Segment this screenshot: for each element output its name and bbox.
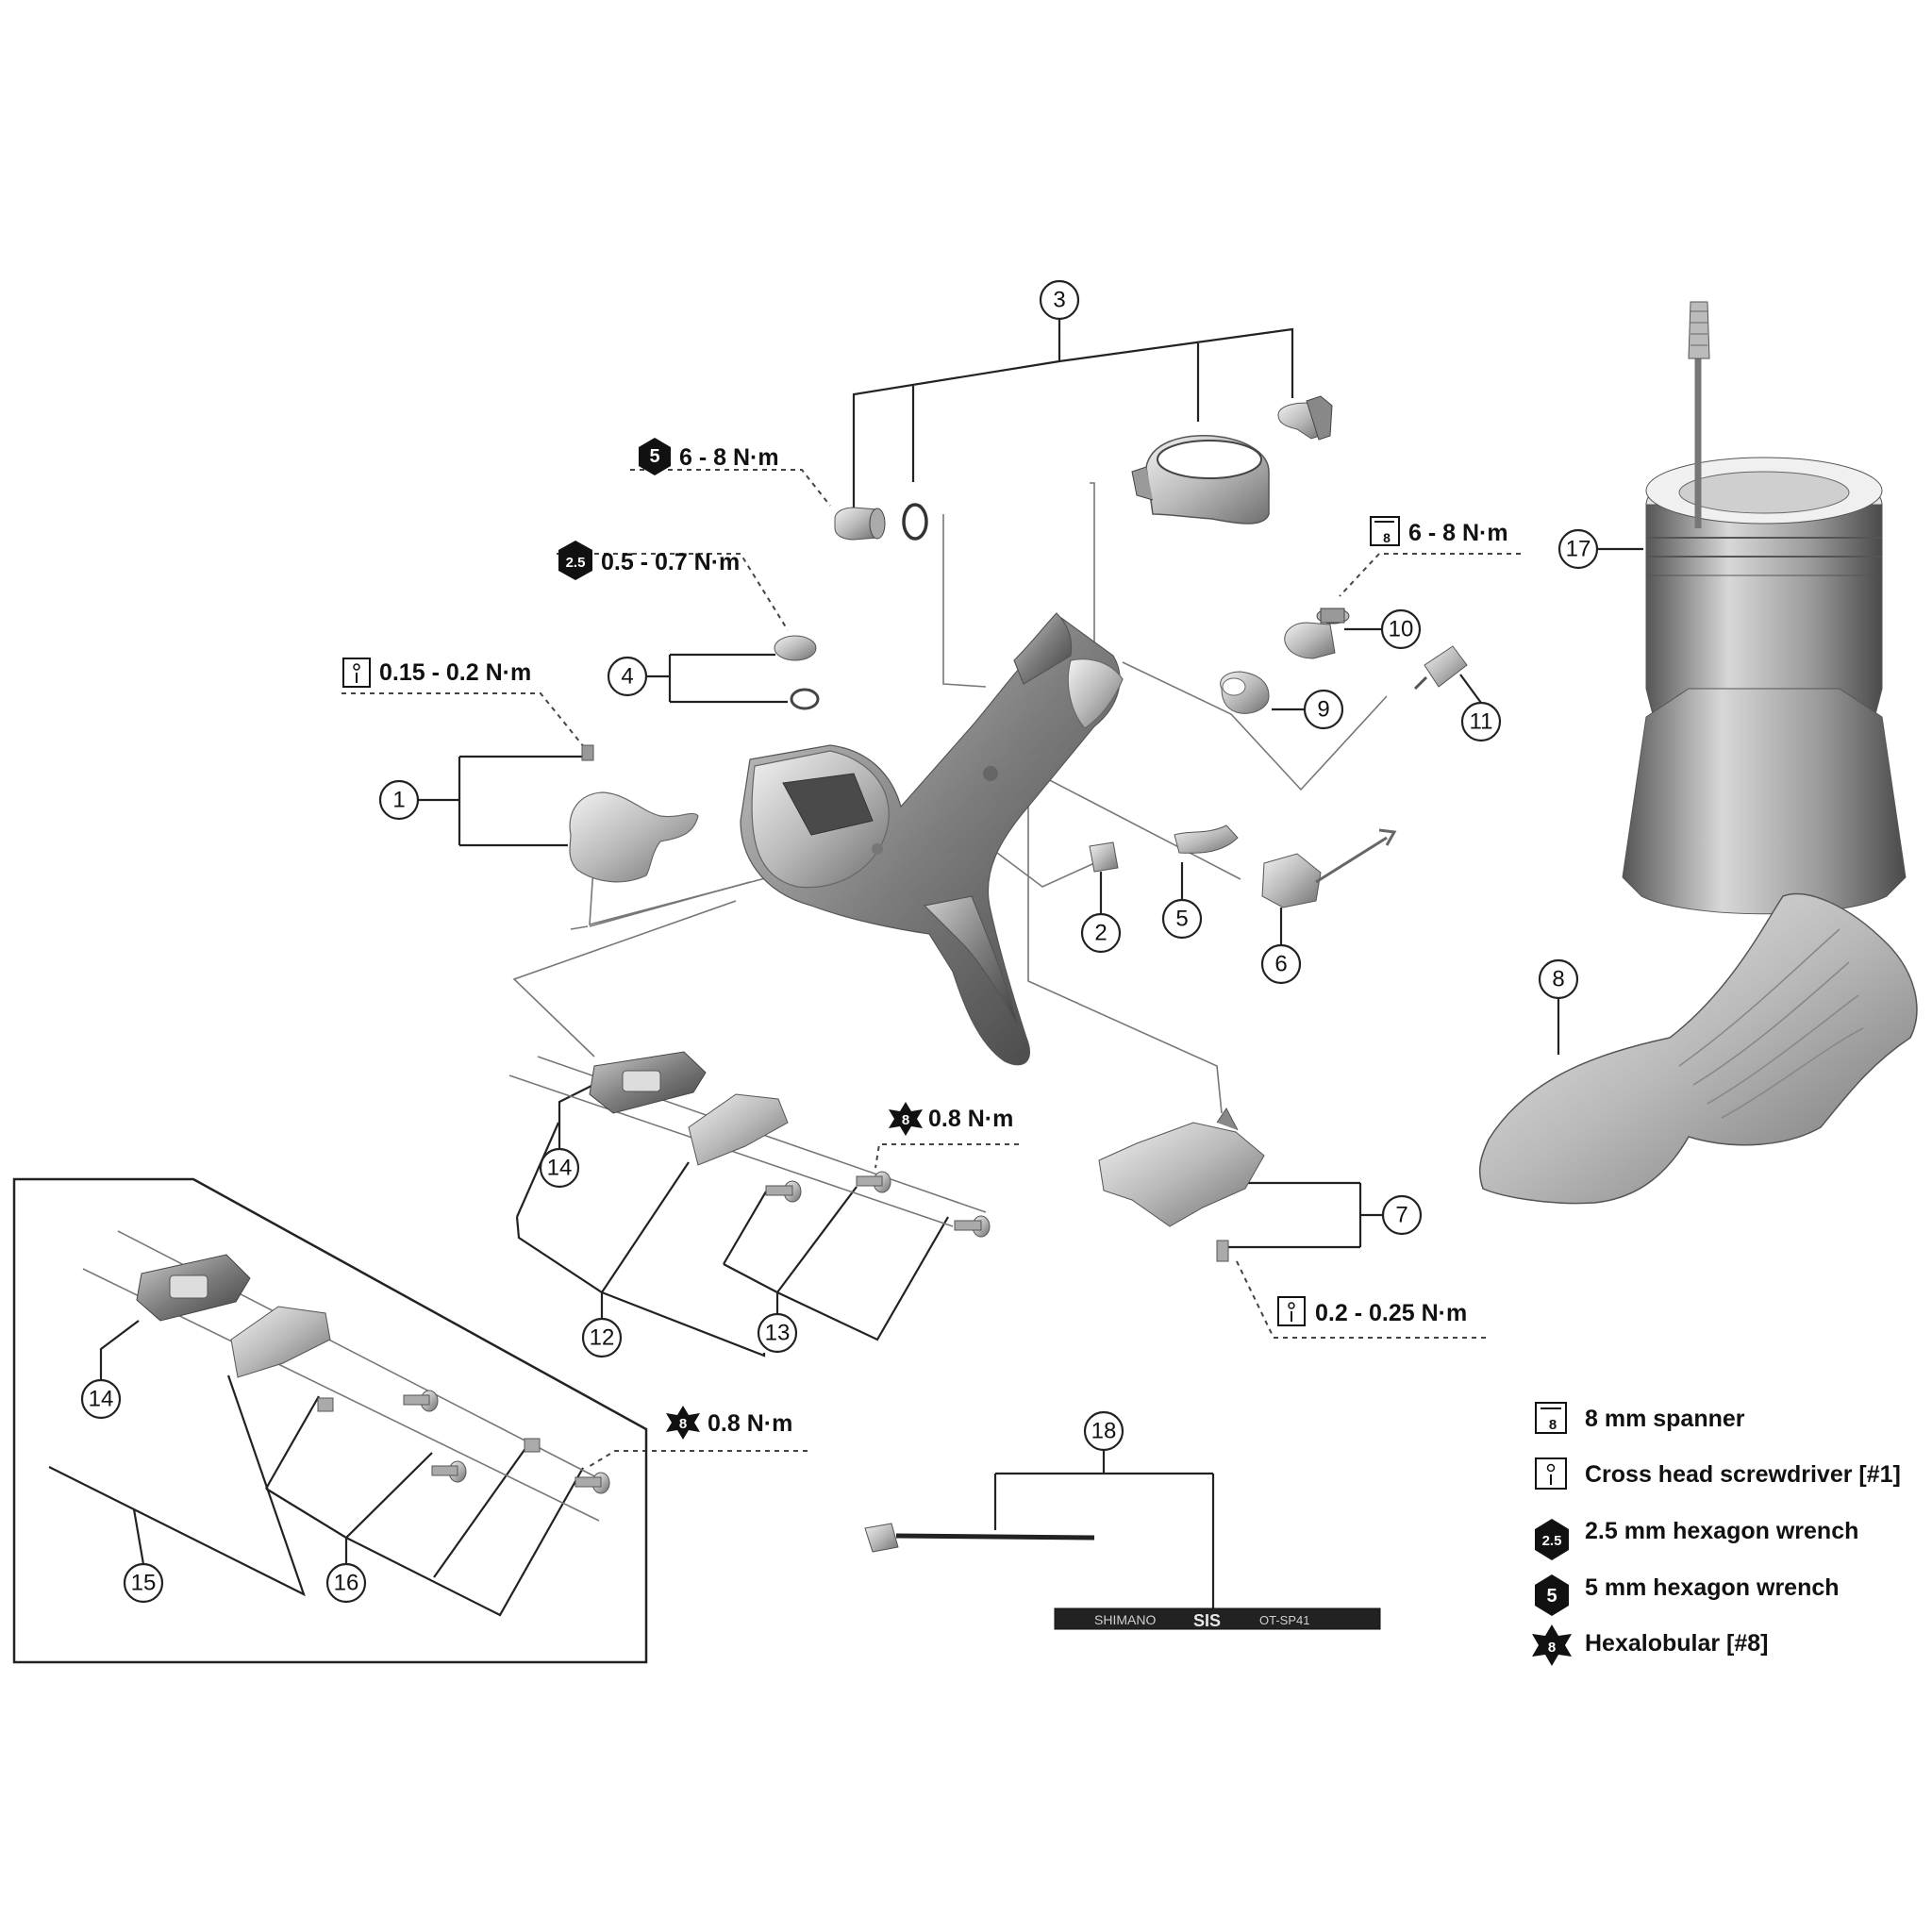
legend-item-spanner: 8 8 mm spanner bbox=[1535, 1402, 1745, 1434]
torque-0-5-0-7-hex25: 2.5 0.5 - 0.7 N·m bbox=[558, 541, 740, 580]
torque-0-2-0-25-screwdriver: 0.2 - 0.25 N·m bbox=[1277, 1296, 1467, 1326]
callout-11: 11 bbox=[1460, 701, 1502, 742]
part-6-pawl bbox=[1261, 828, 1397, 908]
torque-0-8-torx8-inset: 8 0.8 N·m bbox=[666, 1406, 792, 1440]
callout-8: 8 bbox=[1538, 958, 1579, 1000]
svg-text:0.8 N·m: 0.8 N·m bbox=[928, 1106, 1013, 1132]
part-3-band-clamp bbox=[1131, 395, 1333, 525]
svg-text:12: 12 bbox=[590, 1325, 615, 1351]
svg-text:10: 10 bbox=[1389, 617, 1414, 642]
callout-10: 10 bbox=[1380, 608, 1422, 650]
torque-6-8-hex5: 5 6 - 8 N·m bbox=[639, 438, 779, 475]
svg-text:5: 5 bbox=[1175, 907, 1188, 932]
svg-text:8: 8 bbox=[679, 1416, 687, 1432]
svg-text:2.5: 2.5 bbox=[1542, 1533, 1562, 1549]
svg-text:8: 8 bbox=[1552, 967, 1564, 992]
part-13-screws bbox=[765, 1171, 991, 1238]
main-lever-body bbox=[740, 612, 1124, 1066]
part-11-cable-end bbox=[1413, 645, 1468, 691]
svg-text:15: 15 bbox=[131, 1571, 157, 1596]
svg-text:8: 8 bbox=[1383, 530, 1391, 545]
callout-16: 16 bbox=[325, 1562, 367, 1604]
callout-13: 13 bbox=[757, 1312, 798, 1354]
svg-text:8: 8 bbox=[1549, 1417, 1557, 1433]
svg-text:8 mm spanner: 8 mm spanner bbox=[1585, 1406, 1745, 1432]
svg-text:6 - 8 N·m: 6 - 8 N·m bbox=[679, 444, 779, 471]
part-10-adjuster bbox=[1284, 608, 1350, 659]
part-1-lever bbox=[569, 744, 699, 883]
callout-2: 2 bbox=[1080, 912, 1122, 954]
svg-text:8: 8 bbox=[902, 1112, 909, 1128]
callout-3: 3 bbox=[1039, 279, 1080, 321]
svg-text:5 mm hexagon wrench: 5 mm hexagon wrench bbox=[1585, 1574, 1840, 1601]
svg-text:0.8 N·m: 0.8 N·m bbox=[708, 1410, 792, 1437]
svg-text:6 - 8 N·m: 6 - 8 N·m bbox=[1408, 520, 1508, 546]
legend-item-hex5: 5 5 mm hexagon wrench bbox=[1535, 1574, 1840, 1616]
svg-text:9: 9 bbox=[1317, 697, 1329, 723]
svg-text:2.5: 2.5 bbox=[566, 555, 586, 571]
part-12-cover bbox=[688, 1093, 789, 1166]
svg-text:17: 17 bbox=[1566, 537, 1591, 562]
callout-14-upper: 14 bbox=[539, 1147, 580, 1189]
svg-text:0.2 - 0.25 N·m: 0.2 - 0.25 N·m bbox=[1315, 1300, 1467, 1326]
legend-item-hexalobular: 8 Hexalobular [#8] bbox=[1532, 1624, 1769, 1666]
svg-text:0.5 - 0.7 N·m: 0.5 - 0.7 N·m bbox=[601, 549, 740, 575]
svg-text:2.5 mm hexagon wrench: 2.5 mm hexagon wrench bbox=[1585, 1518, 1858, 1544]
callout-6: 6 bbox=[1260, 943, 1302, 985]
tool-legend: 8 8 mm spanner Cross head screwdriver [#… bbox=[1532, 1402, 1901, 1666]
part-9-ring bbox=[1220, 671, 1270, 714]
torque-0-8-torx8: 8 0.8 N·m bbox=[889, 1102, 1013, 1136]
callout-18: 18 bbox=[1083, 1410, 1124, 1452]
svg-text:2: 2 bbox=[1094, 921, 1107, 946]
legend-item-hex25: 2.5 2.5 mm hexagon wrench bbox=[1535, 1518, 1858, 1560]
torque-6-8-spanner8: 8 6 - 8 N·m bbox=[1370, 516, 1508, 546]
callout-1: 1 bbox=[378, 779, 420, 821]
svg-text:5: 5 bbox=[1546, 1586, 1557, 1607]
cable-print-code: OT-SP41 bbox=[1259, 1613, 1309, 1627]
part-4-cap bbox=[774, 635, 820, 710]
cable-print-brand: SHIMANO bbox=[1094, 1612, 1156, 1627]
torque-0-15-0-2-screwdriver: 0.15 - 0.2 N·m bbox=[342, 658, 531, 688]
callout-5: 5 bbox=[1161, 898, 1203, 940]
callout-7: 7 bbox=[1381, 1194, 1423, 1236]
svg-text:11: 11 bbox=[1470, 709, 1493, 735]
part-18-cable: SHIMANO SIS OT-SP41 bbox=[864, 1523, 1381, 1630]
legend-item-screwdriver: Cross head screwdriver [#1] bbox=[1535, 1457, 1901, 1490]
inset-bracket-parts bbox=[136, 1254, 610, 1494]
svg-text:6: 6 bbox=[1274, 952, 1287, 977]
callout-14-inset: 14 bbox=[80, 1378, 122, 1420]
svg-text:3: 3 bbox=[1053, 288, 1065, 313]
svg-text:13: 13 bbox=[765, 1321, 791, 1346]
callout-15: 15 bbox=[123, 1562, 164, 1604]
part-8-hood bbox=[1478, 892, 1918, 1205]
svg-text:1: 1 bbox=[392, 788, 405, 813]
svg-text:8: 8 bbox=[1548, 1640, 1556, 1656]
svg-text:Hexalobular [#8]: Hexalobular [#8] bbox=[1585, 1630, 1769, 1657]
svg-text:4: 4 bbox=[621, 664, 633, 690]
part-3-bolt bbox=[834, 503, 928, 541]
cable-print-model: SIS bbox=[1193, 1611, 1221, 1630]
svg-text:18: 18 bbox=[1091, 1419, 1117, 1444]
callout-9: 9 bbox=[1303, 689, 1344, 730]
callout-12: 12 bbox=[581, 1317, 623, 1358]
svg-text:14: 14 bbox=[547, 1156, 573, 1181]
callout-4: 4 bbox=[607, 656, 648, 697]
svg-text:Cross head screwdriver [#1]: Cross head screwdriver [#1] bbox=[1585, 1461, 1901, 1488]
part-7-cover bbox=[1098, 1108, 1265, 1262]
part-5-spring bbox=[1174, 824, 1239, 854]
svg-text:14: 14 bbox=[89, 1387, 114, 1412]
part-2-block bbox=[1089, 841, 1119, 873]
part-17-tool bbox=[1622, 301, 1907, 915]
svg-text:7: 7 bbox=[1395, 1203, 1407, 1228]
svg-text:16: 16 bbox=[334, 1571, 359, 1596]
callout-17: 17 bbox=[1557, 528, 1599, 570]
svg-text:0.15 - 0.2 N·m: 0.15 - 0.2 N·m bbox=[379, 659, 531, 686]
svg-text:5: 5 bbox=[649, 446, 659, 467]
part-14-bracket bbox=[589, 1051, 707, 1114]
inset-box bbox=[12, 1177, 648, 1664]
leader-lines bbox=[48, 319, 1643, 1617]
